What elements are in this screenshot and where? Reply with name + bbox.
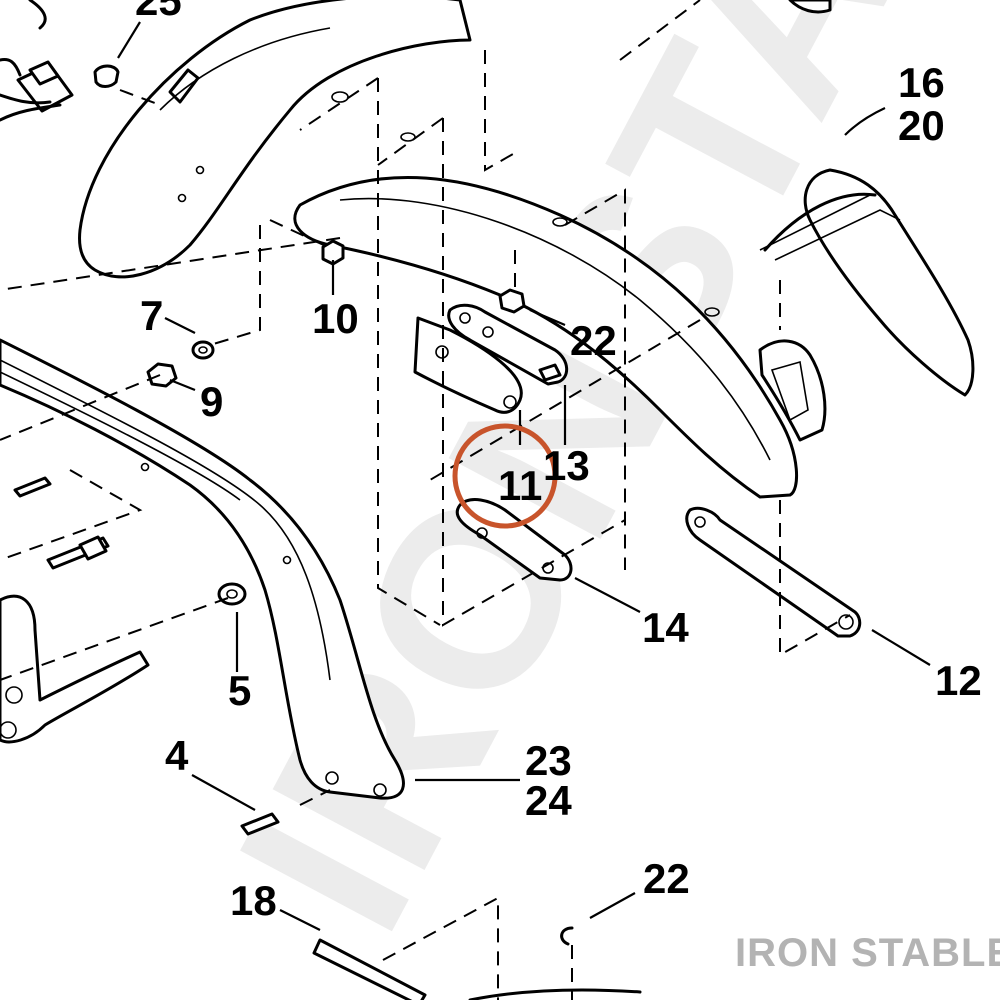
callout-labels: 25 16 20 7 10 22 9 11 13 5 14 12 4 23 24… <box>135 0 982 924</box>
watermark-text: IRONSTABLE <box>185 0 1000 971</box>
clip-22 <box>560 926 574 946</box>
callout-25: 25 <box>135 0 182 24</box>
nut-9 <box>146 362 178 388</box>
washer-7 <box>191 340 215 360</box>
callout-20: 20 <box>898 102 945 149</box>
callout-14: 14 <box>642 604 689 651</box>
pin-18 <box>312 938 427 1000</box>
nut-10 <box>321 239 345 266</box>
screw-left <box>13 476 52 498</box>
wiring-connector <box>0 58 120 122</box>
callout-23: 23 <box>525 737 572 784</box>
callout-9: 9 <box>200 378 223 425</box>
callout-13: 13 <box>543 442 590 489</box>
left-support-bracket <box>0 594 150 744</box>
front-fender <box>28 0 472 279</box>
callout-16: 16 <box>898 59 945 106</box>
washer-5 <box>217 582 247 606</box>
bracket-fragment-top <box>788 0 832 14</box>
bottom-part <box>468 988 642 1000</box>
bracket-13 <box>413 303 569 414</box>
watermark: IRONSTABLE <box>185 0 1000 971</box>
leader-lines <box>117 21 931 931</box>
assembly-lines <box>0 0 851 1000</box>
nut-22a <box>498 288 526 314</box>
rear-fender <box>293 132 827 499</box>
callout-22-bottom: 22 <box>643 855 690 902</box>
callout-5: 5 <box>228 667 251 714</box>
callout-12: 12 <box>935 657 982 704</box>
brand-mark: IRON STABLE <box>735 931 1000 975</box>
callout-11: 11 <box>498 462 542 509</box>
callout-22-top: 22 <box>570 317 617 364</box>
callout-4: 4 <box>165 732 189 779</box>
screw-4 <box>240 812 280 836</box>
frame-rail <box>0 338 405 800</box>
callout-10: 10 <box>312 295 359 342</box>
callout-18: 18 <box>230 877 277 924</box>
support-rod-12 <box>685 506 862 638</box>
highlight-circle <box>452 423 558 529</box>
hardware <box>13 239 642 1000</box>
rear-fender-tip <box>759 168 975 397</box>
callout-7: 7 <box>140 292 163 339</box>
callout-24: 24 <box>525 777 572 824</box>
